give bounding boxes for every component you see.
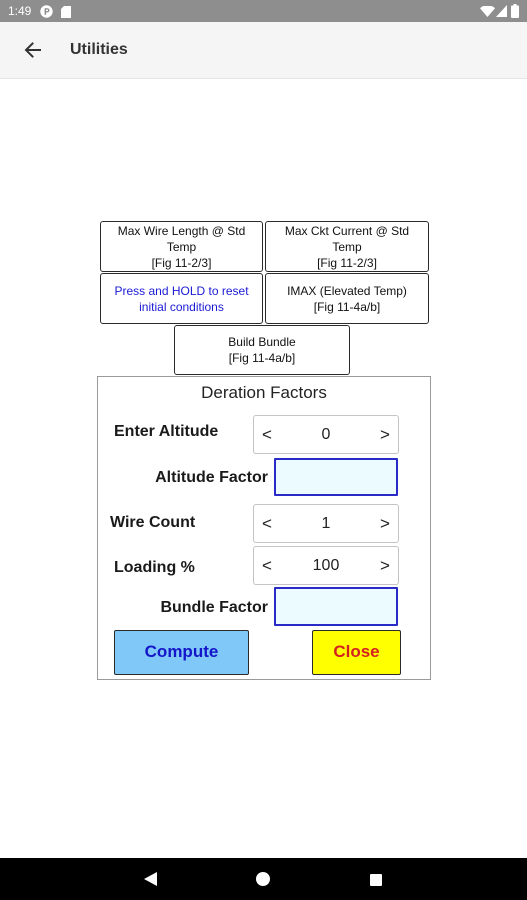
wire-count-label: Wire Count — [110, 514, 196, 531]
loading-percent-label: Loading % — [114, 559, 195, 576]
button-line: [Fig 11-4a/b] — [313, 299, 381, 314]
button-line: Build Bundle — [228, 335, 296, 349]
sd-card-icon — [61, 6, 71, 18]
button-line: Temp — [332, 239, 362, 254]
button-line: [Fig 11-4a/b] — [228, 351, 296, 365]
button-line: initial conditions — [139, 299, 224, 314]
compute-button[interactable]: Compute — [114, 630, 249, 675]
button-line: Temp — [166, 239, 197, 254]
app-bar — [0, 22, 527, 79]
wire-count-stepper: < 1 > — [253, 504, 399, 543]
bundle-factor-field[interactable] — [274, 587, 398, 626]
battery-icon — [511, 4, 519, 18]
button-line: Max Wire Length @ Std — [117, 223, 246, 238]
loading-stepper: < 100 > — [253, 546, 399, 585]
altitude-stepper: < 0 > — [253, 415, 399, 454]
navigation-bar — [0, 858, 527, 900]
max-wire-length-button[interactable]: Max Wire Length @ Std Temp [Fig 11-2/3] — [100, 221, 263, 272]
loading-increment-button[interactable]: > — [380, 555, 390, 575]
imax-elevated-temp-button[interactable]: IMAX (Elevated Temp) [Fig 11-4a/b] — [265, 273, 429, 324]
close-button[interactable]: Close — [312, 630, 401, 675]
build-bundle-button[interactable]: Build Bundle [Fig 11-4a/b] — [174, 325, 350, 375]
status-bar: 1:49 — [0, 0, 527, 22]
loading-value: 100 — [312, 556, 340, 574]
altitude-factor-field[interactable] — [274, 458, 398, 496]
app-notification-icon — [40, 5, 53, 18]
max-ckt-current-button[interactable]: Max Ckt Current @ Std Temp [Fig 11-2/3] — [265, 221, 429, 272]
nav-home-icon[interactable] — [256, 872, 270, 891]
back-arrow-icon[interactable] — [24, 42, 41, 63]
button-line: Press and HOLD to reset — [114, 283, 249, 298]
button-line: [Fig 11-2/3] — [317, 255, 377, 270]
cell-signal-icon — [496, 5, 507, 17]
reset-conditions-button[interactable]: Press and HOLD to reset initial conditio… — [100, 273, 263, 324]
altitude-value: 0 — [321, 425, 331, 443]
bundle-factor-label: Bundle Factor — [160, 599, 268, 616]
wire-count-value: 1 — [321, 514, 331, 532]
nav-recents-icon[interactable] — [370, 873, 382, 891]
wire-count-decrement-button[interactable]: < — [262, 513, 272, 533]
altitude-increment-button[interactable]: > — [380, 424, 390, 444]
loading-decrement-button[interactable]: < — [262, 555, 272, 575]
wifi-icon — [480, 6, 495, 17]
altitude-factor-label: Altitude Factor — [155, 469, 268, 486]
panel-title: Deration Factors — [201, 383, 327, 402]
altitude-decrement-button[interactable]: < — [262, 424, 272, 444]
nav-back-icon[interactable] — [144, 872, 157, 891]
button-line: [Fig 11-2/3] — [151, 255, 212, 270]
page-title: Utilities — [70, 41, 128, 58]
button-line: Max Ckt Current @ Std — [284, 223, 410, 238]
enter-altitude-label: Enter Altitude — [114, 423, 219, 440]
wire-count-increment-button[interactable]: > — [380, 513, 390, 533]
status-time: 1:49 — [8, 4, 32, 18]
button-line: IMAX (Elevated Temp) — [287, 283, 407, 298]
